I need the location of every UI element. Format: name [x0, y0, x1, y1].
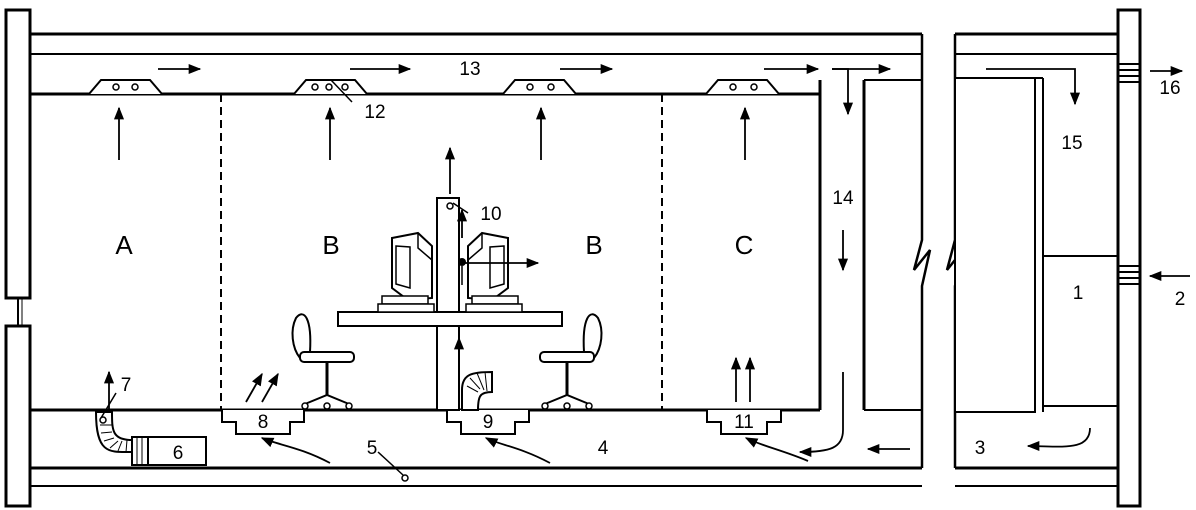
callout-7: 7	[121, 375, 132, 396]
zone-label-b-left: B	[322, 230, 339, 260]
zone-label-c: C	[735, 230, 754, 260]
office-chair	[539, 313, 603, 410]
airflow-arrows	[103, 63, 1190, 464]
callout-15: 15	[1061, 133, 1082, 154]
callout-12: 12	[364, 102, 385, 123]
monitor	[377, 231, 435, 313]
air-nozzle	[458, 258, 466, 266]
airflow-arrow	[832, 68, 854, 116]
callout-3: 3	[975, 438, 986, 459]
airflow-arrow	[261, 372, 279, 403]
building-shell	[4, 8, 1142, 508]
sensor-5	[401, 474, 409, 482]
callout-16: 16	[1159, 78, 1180, 99]
callout-9: 9	[483, 412, 494, 433]
ceiling-grille	[293, 79, 368, 95]
zone-label-b-right: B	[585, 230, 602, 260]
airflow-arrow	[260, 437, 331, 464]
office-chair	[291, 313, 355, 410]
partition-column	[436, 197, 460, 411]
workstation	[291, 197, 603, 411]
airflow-arrow	[245, 372, 263, 403]
ceiling-grille	[88, 79, 163, 95]
flex-duct	[94, 411, 149, 466]
ceiling-grille	[502, 79, 577, 95]
air-handling-unit	[954, 77, 1118, 413]
floor-diffuser-9	[446, 410, 530, 435]
exhaust-louvre	[1118, 63, 1140, 83]
zone-label-a: A	[115, 230, 133, 260]
callout-13: 13	[459, 59, 480, 80]
airflow-arrow	[744, 437, 809, 462]
ceiling-grille	[705, 79, 780, 95]
right-wall	[1116, 8, 1142, 508]
fan-unit	[147, 436, 207, 466]
callout-11: 11	[734, 412, 754, 433]
left-wall-upper	[4, 8, 32, 300]
floor-diffuser-11	[706, 410, 782, 435]
airflow-arrow	[484, 437, 551, 464]
callout-5: 5	[367, 438, 378, 459]
callout-14: 14	[832, 188, 854, 209]
desk-top	[337, 311, 563, 327]
airflow-arrow	[798, 372, 844, 458]
airflow-arrow	[986, 68, 1081, 106]
callout-10: 10	[480, 204, 501, 225]
callout-1: 1	[1073, 283, 1084, 304]
callout-6: 6	[173, 443, 184, 464]
sensor-10	[446, 202, 454, 210]
intake-louvre	[1118, 265, 1140, 285]
return-air-shaft	[818, 79, 922, 411]
callout-4: 4	[598, 438, 609, 459]
left-wall-lower	[4, 324, 32, 508]
monitor	[465, 231, 523, 313]
airflow-arrow	[1026, 427, 1091, 452]
floor-diffuser-8	[221, 410, 305, 435]
callout-8: 8	[258, 412, 269, 433]
callout-2: 2	[1175, 289, 1186, 310]
